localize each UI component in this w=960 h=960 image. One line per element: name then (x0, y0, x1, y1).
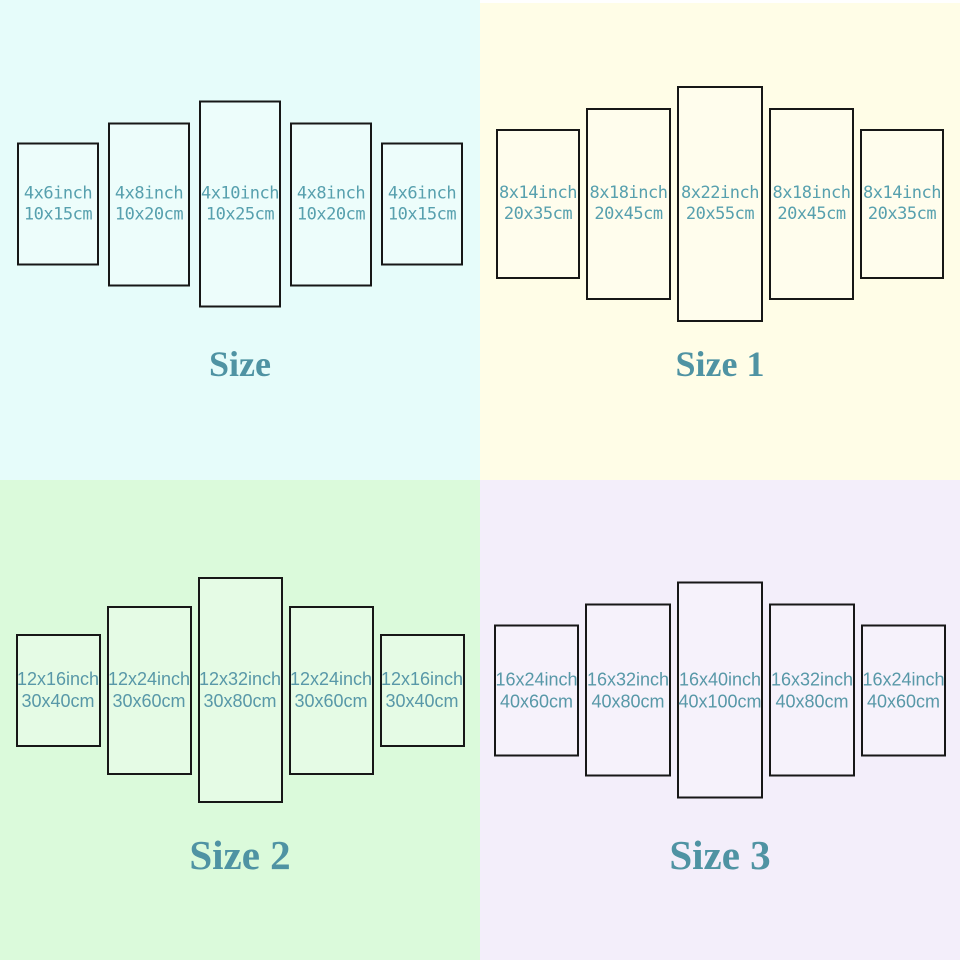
canvas-panel: 12x32inch 30x80cm (197, 577, 283, 803)
panel-size-cm: 20x45cm (777, 204, 846, 224)
quadrant-title: Size 1 (675, 344, 765, 384)
panel-size-inch: 12x16inch (16, 669, 100, 689)
panel-size-inch: 12x24inch (107, 669, 191, 689)
panel-size-inch: 4x10inch (201, 183, 279, 203)
panel-size-inch: 4x6inch (387, 183, 457, 203)
canvas-panel: 8x14inch 20x35cm (860, 129, 944, 279)
canvas-panel: 16x32inch 40x80cm (585, 603, 671, 777)
panel-row: 12x16inch 30x40cm 12x24inch 30x60cm 12x3… (0, 577, 480, 803)
panel-size-inch: 16x40inch (678, 669, 762, 689)
panel-size-inch: 16x32inch (770, 669, 854, 689)
quadrant-title: Size 3 (669, 832, 771, 878)
canvas-panel: 12x16inch 30x40cm (15, 633, 101, 747)
canvas-panel: 8x18inch 20x45cm (586, 108, 671, 300)
canvas-panel: 12x24inch 30x60cm (288, 605, 374, 775)
panel-size-inch: 12x24inch (289, 669, 373, 689)
canvas-panel: 16x24inch 40x60cm (494, 624, 579, 756)
panel-size-cm: 40x60cm (499, 691, 574, 711)
panel-size-cm: 20x55cm (685, 204, 755, 224)
canvas-panel: 8x14inch 20x35cm (496, 129, 580, 279)
canvas-panel: 16x40inch 40x100cm (677, 581, 763, 799)
panel-size-cm: 10x15cm (23, 204, 93, 224)
panel-size-inch: 8x22inch (681, 183, 759, 203)
panel-size-cm: 40x80cm (775, 691, 849, 711)
panel-size-cm: 40x80cm (591, 691, 665, 711)
panel-size-inch: 4x8inch (114, 183, 184, 203)
quadrant-size: 4x6inch 10x15cm 4x8inch 10x20cm 4x10inch… (0, 0, 480, 480)
quadrant-title: Size 2 (189, 832, 291, 878)
canvas-panel: 8x18inch 20x45cm (769, 108, 854, 300)
panel-size-cm: 40x60cm (866, 691, 941, 711)
panel-size-inch: 8x18inch (589, 183, 668, 203)
quadrant-size-2: 12x16inch 30x40cm 12x24inch 30x60cm 12x3… (0, 480, 480, 960)
canvas-panel: 12x24inch 30x60cm (106, 605, 192, 775)
panel-row: 16x24inch 40x60cm 16x32inch 40x80cm 16x4… (480, 581, 960, 799)
panel-size-cm: 10x25cm (205, 204, 275, 224)
panel-size-inch: 16x24inch (495, 669, 578, 689)
panel-size-inch: 4x6inch (23, 183, 93, 203)
panel-size-inch: 16x24inch (862, 669, 945, 689)
quadrant-size-3: 16x24inch 40x60cm 16x32inch 40x80cm 16x4… (480, 480, 960, 960)
panel-row: 4x6inch 10x15cm 4x8inch 10x20cm 4x10inch… (0, 100, 480, 308)
panel-size-inch: 4x8inch (296, 183, 366, 203)
canvas-panel: 4x8inch 10x20cm (108, 122, 190, 286)
panel-size-cm: 10x20cm (114, 204, 184, 224)
panel-size-inch: 16x32inch (586, 669, 670, 689)
canvas-panel: 4x6inch 10x15cm (17, 142, 99, 266)
panel-size-cm: 30x60cm (112, 691, 186, 711)
canvas-panel: 12x16inch 30x40cm (379, 633, 465, 747)
panel-size-cm: 20x45cm (594, 204, 663, 224)
panel-size-inch: 12x16inch (380, 669, 464, 689)
panel-size-inch: 8x14inch (499, 183, 577, 203)
canvas-panel: 4x8inch 10x20cm (290, 122, 372, 286)
panel-size-inch: 12x32inch (198, 669, 282, 689)
panel-size-cm: 10x20cm (296, 204, 366, 224)
panel-size-inch: 8x14inch (863, 183, 941, 203)
panel-size-cm: 10x15cm (387, 204, 457, 224)
panel-size-cm: 30x60cm (294, 691, 368, 711)
panel-size-cm: 20x35cm (503, 204, 573, 224)
canvas-panel: 4x10inch 10x25cm (199, 100, 281, 308)
panel-size-cm: 30x80cm (203, 691, 277, 711)
quadrant-title: Size (209, 344, 271, 384)
panel-row: 8x14inch 20x35cm 8x18inch 20x45cm 8x22in… (480, 86, 960, 322)
panel-size-inch: 8x18inch (772, 183, 851, 203)
canvas-panel: 4x6inch 10x15cm (381, 142, 463, 266)
quadrant-size-1: 8x14inch 20x35cm 8x18inch 20x45cm 8x22in… (480, 0, 960, 480)
panel-size-cm: 20x35cm (867, 204, 937, 224)
canvas-panel: 8x22inch 20x55cm (677, 86, 763, 322)
panel-size-cm: 30x40cm (21, 691, 95, 711)
panel-size-cm: 40x100cm (678, 691, 762, 711)
panel-size-cm: 30x40cm (385, 691, 459, 711)
canvas-panel: 16x32inch 40x80cm (769, 603, 855, 777)
canvas-panel: 16x24inch 40x60cm (861, 624, 946, 756)
